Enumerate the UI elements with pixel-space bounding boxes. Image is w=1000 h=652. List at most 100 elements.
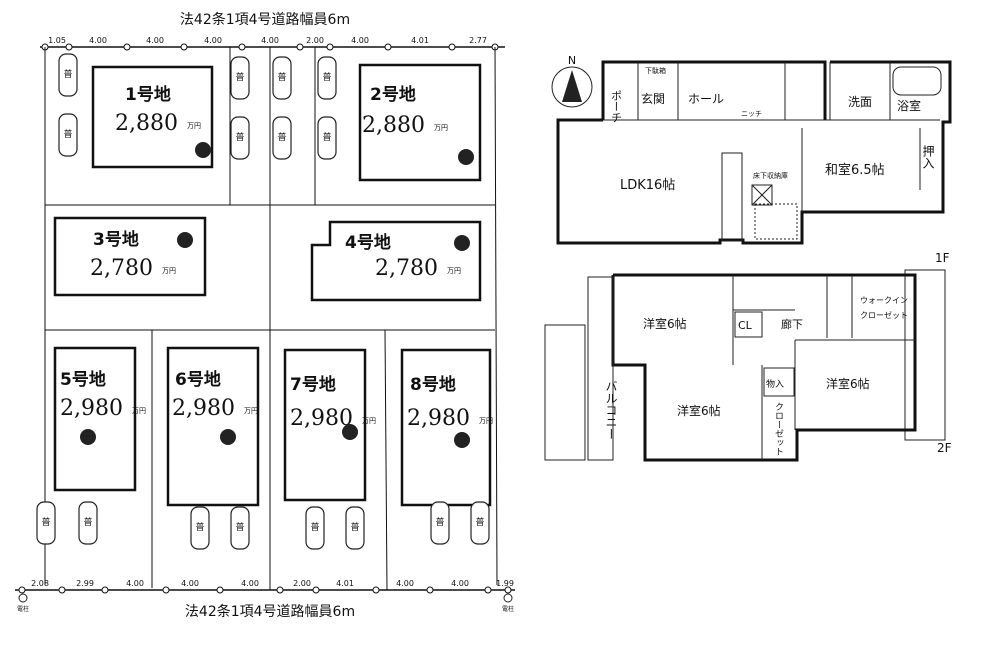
room-western-1: 洋室6帖: [643, 316, 687, 331]
badge-icon: [80, 429, 96, 445]
lot-boundaries: [44, 46, 498, 591]
dimension-label: 4.00: [204, 36, 222, 45]
badge-icon: [220, 429, 236, 445]
car-label: 普: [235, 521, 244, 533]
utility-pole-icon: [18, 593, 28, 603]
utility-pole-icon: [503, 593, 513, 603]
car-label: 普: [475, 516, 484, 528]
room-japanese: 和室6.5帖: [825, 162, 885, 178]
dimension-label: 4.00: [351, 36, 369, 45]
car-label: 普: [63, 128, 72, 140]
badge-icon: [342, 424, 358, 440]
room-storage: 物入: [766, 378, 784, 390]
dimension-node: [58, 586, 66, 594]
badge-icon: [458, 149, 474, 165]
dimension-label: 2.00: [293, 579, 311, 588]
lot-price: 2,880: [362, 113, 425, 138]
dimension-label: 4.00: [89, 36, 107, 45]
room-closet-2f: クローゼット: [773, 402, 784, 456]
dimension-label: 4.00: [241, 579, 259, 588]
dimension-node: [426, 586, 434, 594]
room-shoe-cabinet: 下駄箱: [645, 66, 666, 75]
car-icon: [230, 506, 250, 550]
car-label: 普: [277, 71, 286, 83]
lot-name: 6号地: [175, 369, 221, 390]
dimension-label: 4.00: [126, 579, 144, 588]
car-icon: [58, 53, 78, 97]
car-label: 普: [277, 131, 286, 143]
dimension-node: [296, 43, 304, 51]
lot-name: 2号地: [370, 84, 416, 105]
room-washroom: 洗面: [848, 95, 872, 109]
house-footprints: [53, 63, 492, 507]
car-icon: [430, 501, 450, 545]
car-icon: [78, 501, 98, 545]
dimension-node: [101, 586, 109, 594]
dimension-node: [18, 586, 26, 594]
lot-price: 2,980: [172, 396, 235, 421]
dimension-label: 4.00: [146, 36, 164, 45]
lot-price-unit: 万円: [447, 267, 461, 275]
compass-icon: [551, 66, 593, 108]
room-niche: ニッチ: [741, 110, 762, 118]
car-icon: [230, 56, 250, 100]
lot-price-unit: 万円: [362, 417, 376, 425]
lot-name: 4号地: [345, 232, 391, 253]
lot-price: 2,980: [60, 396, 123, 421]
room-closet: 押入: [921, 145, 935, 169]
room-ldk: LDK16帖: [620, 178, 675, 193]
dimension-node: [162, 586, 170, 594]
dimension-label: 4.00: [261, 36, 279, 45]
lot-price-unit: 万円: [479, 417, 493, 425]
car-icon: [36, 501, 56, 545]
car-icon: [58, 113, 78, 157]
utility-pole-label: 電柱: [502, 605, 514, 613]
dimension-node: [384, 43, 392, 51]
room-walkin: ウォークイン: [860, 296, 908, 305]
dimension-label: 4.00: [451, 579, 469, 588]
lot-price: 2,780: [375, 256, 438, 281]
room-corridor: 廊下: [781, 317, 803, 331]
lot-price: 2,780: [90, 256, 153, 281]
car-icon: [272, 116, 292, 160]
dimension-label: 2.08: [31, 579, 49, 588]
car-label: 普: [41, 516, 50, 528]
dimension-label: 2.00: [306, 36, 324, 45]
car-icon: [317, 116, 337, 160]
car-icon: [317, 56, 337, 100]
car-icon: [190, 506, 210, 550]
lot-name: 1号地: [125, 84, 171, 105]
dimension-label: 4.01: [411, 36, 429, 45]
badge-icon: [177, 232, 193, 248]
lot-price-unit: 万円: [434, 124, 448, 132]
parking-spaces: 普普普普普普普普普普普普普普普普: [36, 53, 490, 550]
car-label: 普: [83, 516, 92, 528]
room-bath: 浴室: [897, 98, 921, 113]
lot-name: 3号地: [93, 229, 139, 250]
floor-label-1f: 1F: [935, 251, 950, 265]
dimension-label: 4.00: [396, 579, 414, 588]
floor-plan-2f: [544, 269, 946, 462]
dimension-label: 1.05: [48, 36, 66, 45]
dimension-node: [180, 43, 188, 51]
dimension-node: [504, 586, 512, 594]
room-hall: ホール: [688, 92, 724, 106]
car-icon: [305, 506, 325, 550]
north-label: N: [568, 54, 576, 67]
utility-pole-label: 電柱: [17, 605, 29, 613]
lot-name: 5号地: [60, 369, 106, 390]
lot-price: 2,980: [290, 406, 353, 431]
car-label: 普: [350, 521, 359, 533]
car-label: 普: [435, 516, 444, 528]
dimension-node: [484, 586, 492, 594]
car-label: 普: [322, 131, 331, 143]
lot-price-unit: 万円: [187, 122, 201, 130]
car-label: 普: [63, 68, 72, 80]
floor-label-2f: 2F: [937, 441, 952, 455]
dimension-node: [326, 43, 334, 51]
car-label: 普: [235, 71, 244, 83]
room-walkin-closet: クローゼット: [860, 310, 908, 320]
